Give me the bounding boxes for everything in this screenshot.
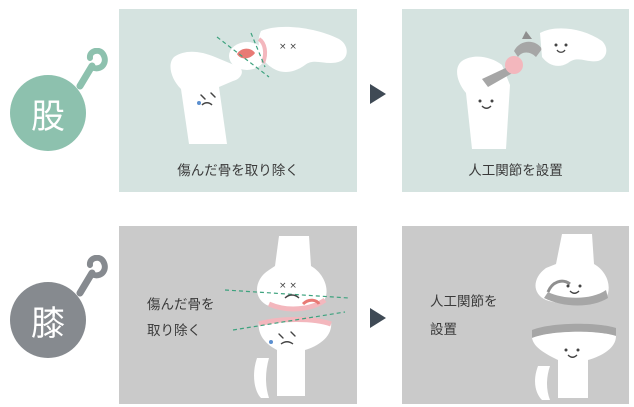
knee-step2-caption-line2: 設置 <box>430 322 457 338</box>
knee-step2-panel: 人工関節を 設置 <box>402 226 629 404</box>
hip-step2-panel: 人工関節を設置 <box>402 9 629 192</box>
knee-step2-caption-line1: 人工関節を <box>430 294 498 310</box>
knee-arrow-icon <box>370 308 386 328</box>
knee-damaged-bone-illustration: × × <box>224 236 350 398</box>
knee-hook-icon <box>76 255 108 297</box>
hip-step1-caption: 傷んだ骨を取り除く <box>177 163 299 179</box>
hip-hook-icon <box>76 48 108 90</box>
svg-text:× ×: × × <box>279 42 297 52</box>
knee-implant-illustration <box>532 234 616 400</box>
hip-step2-caption: 人工関節を設置 <box>468 163 563 179</box>
hip-step1-panel: × × 傷んだ骨を取り除く <box>119 9 357 192</box>
knee-step1-caption-line2: 取り除く <box>147 323 201 339</box>
knee-step1-caption: 傷んだ骨を 取り除く <box>147 292 215 344</box>
hip-implant-illustration <box>457 28 607 149</box>
hip-badge: 股 <box>10 75 86 151</box>
knee-step1-caption-line1: 傷んだ骨を <box>147 297 215 313</box>
knee-step1-panel: × × 傷んだ骨を 取り除く <box>119 226 357 404</box>
hip-damaged-bone-illustration: × × <box>170 26 347 144</box>
knee-badge-label: 膝 <box>31 303 65 344</box>
hip-badge-label: 股 <box>31 96 65 137</box>
knee-badge: 膝 <box>10 282 86 358</box>
knee-step2-caption: 人工関節を 設置 <box>430 288 498 344</box>
hip-arrow-icon <box>370 84 386 104</box>
svg-text:× ×: × × <box>279 281 297 291</box>
